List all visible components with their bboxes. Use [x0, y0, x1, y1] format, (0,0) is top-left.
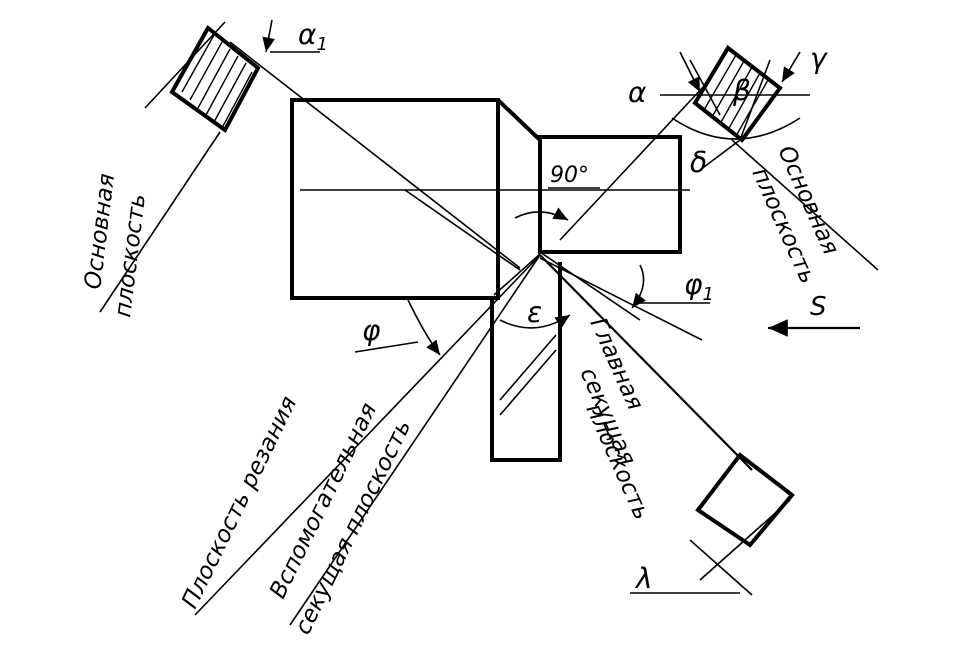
phi1-reference — [539, 251, 641, 321]
delta-label: δ — [690, 146, 707, 179]
alpha-label: α — [628, 76, 647, 109]
base-plane-left-label-1: Основная — [80, 172, 120, 291]
gamma-label: γ — [810, 42, 828, 75]
arc-phi — [407, 299, 441, 356]
main-secant-plane-line — [539, 254, 753, 471]
dash-link — [404, 189, 521, 271]
plane-lines — [194, 41, 753, 626]
phi1-label: φ1 — [684, 268, 714, 305]
base-plane-right-link — [559, 84, 706, 241]
aux-secant-plane-line — [289, 254, 541, 626]
base-plane-left-line — [229, 41, 521, 269]
main-secant-trace — [539, 257, 703, 341]
right-angle-label: 90° — [550, 163, 589, 188]
arc-epsilon — [499, 314, 571, 329]
section-lambda — [630, 452, 795, 596]
leaders — [354, 187, 710, 353]
tool-shank — [490, 253, 562, 462]
leader-phi — [354, 341, 419, 353]
cutting-plane-line — [194, 254, 541, 616]
alpha1-label: α1 — [298, 18, 328, 55]
angle-arcs — [407, 207, 646, 356]
section-left-hatching — [181, 34, 253, 129]
base-plane-left-label-2: плоскость — [110, 192, 151, 318]
feed-label: S — [810, 292, 827, 322]
section-left — [99, 19, 320, 313]
phi-label: φ — [362, 314, 381, 347]
section-right — [660, 45, 879, 271]
arc-phi1 — [631, 264, 646, 309]
beta-label: β — [732, 74, 751, 107]
base-plane-right-line — [731, 139, 879, 271]
epsilon-label: ε — [527, 296, 542, 329]
workpiece — [290, 98, 690, 300]
arc-90 — [514, 207, 569, 221]
lambda-label: λ — [634, 562, 653, 595]
